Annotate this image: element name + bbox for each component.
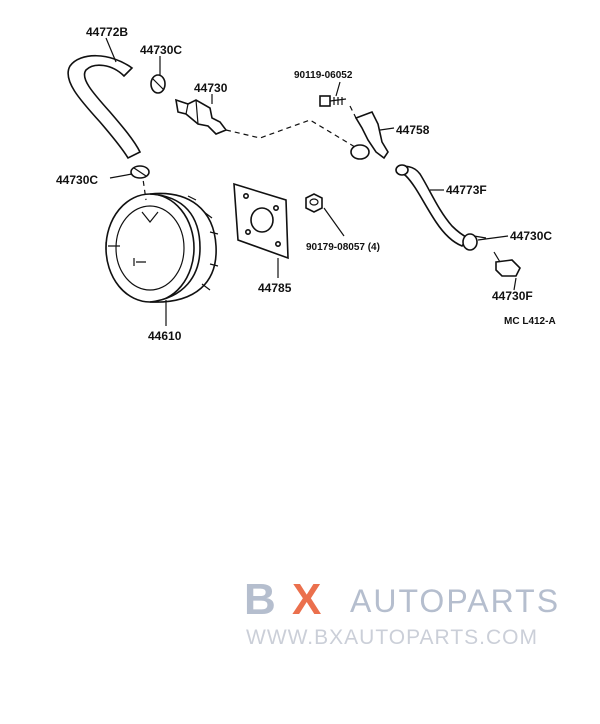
- flange-nut: [305, 193, 323, 213]
- label-check-valve: 44730: [194, 81, 228, 95]
- vacuum-hose-upper: [67, 55, 142, 160]
- label-clip-left: 44730C: [56, 173, 98, 187]
- label-bolt: 90119-06052: [294, 70, 353, 81]
- brake-booster: [105, 171, 219, 303]
- watermark: B X AUTOPARTS WWW.BXAUTOPARTS.COM: [244, 575, 560, 649]
- watermark-url: WWW.BXAUTOPARTS.COM: [246, 626, 538, 649]
- label-clip-right: 44730C: [510, 229, 552, 243]
- union-fitting: [493, 251, 521, 277]
- label-44772b: 44772B: [86, 25, 128, 39]
- label-nut: 90179-08057 (4): [306, 242, 380, 253]
- label-clip-top: 44730C: [140, 43, 182, 57]
- hose-clip-top: [150, 74, 166, 94]
- connection-line-valve: [225, 119, 361, 151]
- check-valve: [174, 98, 228, 135]
- part-labels: 44772B 44730C 44730 90119-06052 44758 44…: [56, 25, 556, 343]
- label-gasket: 44785: [258, 281, 292, 295]
- leader-lines: [105, 37, 517, 326]
- hose-clip-left: [130, 165, 150, 179]
- watermark-logo-x: X: [292, 575, 321, 624]
- label-bracket: 44758: [396, 123, 430, 137]
- watermark-logo-b: B: [244, 575, 276, 624]
- label-union: 44730F: [492, 289, 533, 303]
- diagram-reference-code: MC L412-A: [504, 316, 556, 327]
- label-hose-right: 44773F: [446, 183, 487, 197]
- hose-clip-right: [462, 233, 487, 251]
- watermark-brand: AUTOPARTS: [350, 583, 560, 619]
- gasket-plate: [233, 182, 289, 260]
- bolt: [319, 95, 347, 107]
- vacuum-hose-right: [395, 164, 470, 247]
- label-booster: 44610: [148, 329, 182, 343]
- mounting-bracket: [349, 105, 389, 160]
